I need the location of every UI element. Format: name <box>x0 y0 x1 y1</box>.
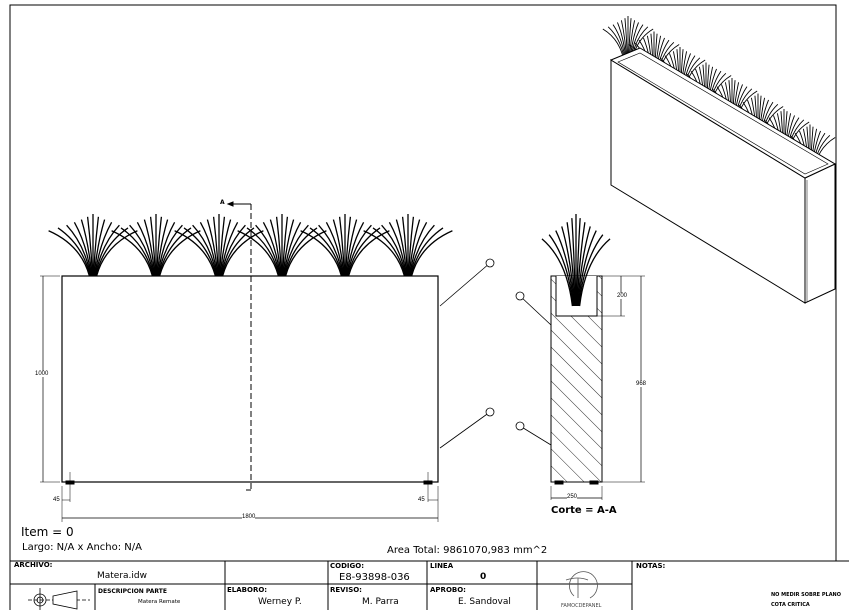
aprobo-label: APROBO: <box>430 586 466 594</box>
notas-label: NOTAS: <box>636 562 666 570</box>
fastener-leader <box>519 295 552 326</box>
third-angle-projection-icon <box>28 588 90 610</box>
plant-clump <box>174 214 264 277</box>
dim-front-width: 1800 <box>242 514 256 520</box>
plant-clump <box>300 214 390 277</box>
fastener-callouts <box>439 258 552 449</box>
title-block-grid <box>10 560 849 610</box>
section-marker: A <box>220 199 225 206</box>
descripcion-value: Matera Remate <box>138 599 181 605</box>
screw-icon <box>515 421 525 431</box>
section-label: Corte = A-A <box>551 505 617 516</box>
plant-clump <box>48 214 138 277</box>
dim-offset-right: 45 <box>418 497 425 503</box>
screw-icon <box>485 407 495 417</box>
company-logo-text: FAMOCDEPANEL <box>561 603 602 609</box>
linea-label: LINEA <box>430 562 454 570</box>
front-box <box>61 275 439 483</box>
codigo-label: CODIGO: <box>330 562 364 570</box>
reviso-label: REVISO: <box>330 586 362 594</box>
dim-front-height: 1000 <box>35 371 49 377</box>
archivo-label: ARCHIVO: <box>14 561 53 569</box>
elaboro-value: Werney P. <box>258 597 302 607</box>
aprobo-value: E. Sandoval <box>458 597 511 607</box>
fastener-leader <box>439 262 491 307</box>
note-no-medir: NO MEDIR SOBRE PLANO <box>771 592 841 598</box>
area-label: Area Total: 9861070,983 mm^2 <box>387 545 548 556</box>
dim-section-width: 250 <box>567 494 578 500</box>
dim-cavity-depth: 200 <box>617 293 628 299</box>
dim-offset-left: 45 <box>53 497 60 503</box>
sheet-border <box>9 4 837 610</box>
plant-clump <box>541 214 611 307</box>
elaboro-label: ELABORO: <box>227 586 268 594</box>
fastener-leader <box>519 425 552 446</box>
linea-value: 0 <box>480 572 487 582</box>
fastener-leader <box>439 411 491 449</box>
note-cota-critica: COTA CRITICA <box>771 602 810 608</box>
item-label: Item = 0 <box>21 525 74 539</box>
section-view <box>541 214 645 500</box>
plant-clump <box>363 214 453 277</box>
screw-icon <box>515 291 525 301</box>
screw-icon <box>485 258 495 268</box>
size-label: Largo: N/A x Ancho: N/A <box>22 542 142 553</box>
plant-clump <box>237 214 327 277</box>
reviso-value: M. Parra <box>362 597 399 607</box>
codigo-value: E8-93898-036 <box>339 572 410 583</box>
dim-section-height: 968 <box>636 381 647 387</box>
company-logo <box>565 571 598 599</box>
plant-clump <box>111 214 201 277</box>
descripcion-label: DESCRIPCION PARTE <box>98 588 167 595</box>
front-view <box>40 201 453 522</box>
front-plants <box>48 214 453 277</box>
archivo-value: Matera.idw <box>97 571 147 581</box>
isometric-view <box>602 16 837 304</box>
